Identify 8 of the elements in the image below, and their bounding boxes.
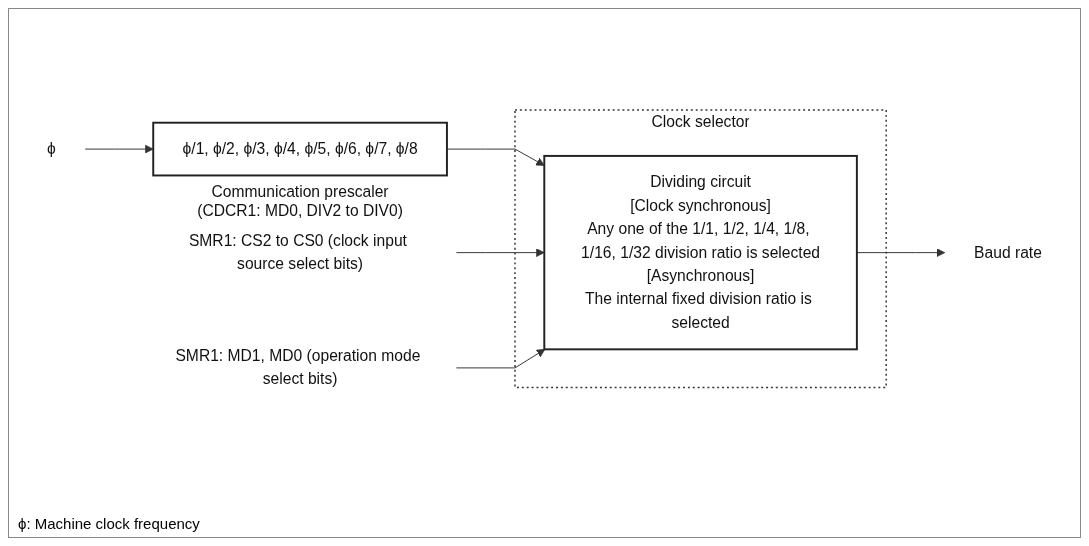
node-text: ϕ [47,140,56,157]
node-box: ϕ/1, ϕ/2, ϕ/3, ϕ/4, ϕ/5, ϕ/6, ϕ/7, ϕ/8 [152,121,448,177]
node-caption: Communication prescaler (CDCR1: MD0, DIV2 to DIV0) [197,182,403,220]
note-text: ϕ: Machine clock frequency [18,515,200,532]
node-text: Baud rate [974,243,1042,261]
node-box: Dividing circuit [Clock synchronous] Any one of the 1/1, 1/2, 1/4, 1/8, 1/16, 1/32 division ratio is selected [Asynchronous] The internal fixed division ratio is selected [543,154,858,351]
node-text: SMR1: CS2 to CS0 (clock input source select bits) [188,232,407,273]
node-text: SMR1: MD1, MD0 (operation mode select bits) [175,347,421,388]
